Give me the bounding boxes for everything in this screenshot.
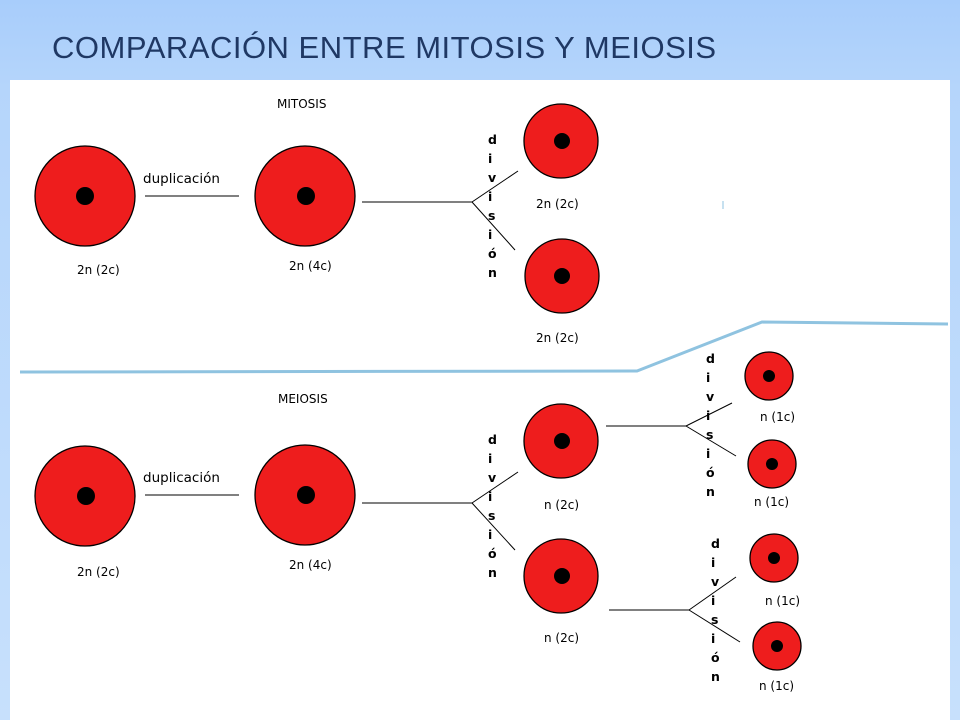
svg-text:i: i [706,408,710,423]
svg-text:v: v [711,574,719,589]
mitosis-cell-initial [34,145,136,247]
svg-text:i: i [488,151,492,166]
svg-text:d: d [706,351,715,366]
svg-text:i: i [711,555,715,570]
svg-text:i: i [488,189,492,204]
svg-text:i: i [706,446,710,461]
svg-text:ó: ó [488,546,497,561]
svg-text:ó: ó [711,650,720,665]
meiosis-initial-label: 2n (2c) [77,565,120,579]
mitosis-branch-up [471,170,519,203]
mitosis-cell-duplicated [254,145,356,247]
meiosis-final-4-label: n (1c) [759,679,794,693]
mitosis-daughter-cell-1 [523,103,599,179]
mitosis-duplication-label: duplicación [143,171,220,187]
meiosis-first-2-label: n (2c) [544,631,579,645]
mitosis-daughter-cell-2 [524,238,600,314]
svg-text:ó: ó [706,465,715,480]
meiosis-final-1-label: n (1c) [760,410,795,424]
meiosis-second-bottom-branch-up [688,576,737,611]
mitosis-heading: MITOSIS [277,97,326,111]
meiosis-first-division-vertical-label: d i v i s i ó n [488,432,497,580]
mitosis-daughter-1-label: 2n (2c) [536,197,579,211]
meiosis-final-2-label: n (1c) [754,495,789,509]
svg-text:i: i [711,593,715,608]
svg-text:s: s [488,208,495,223]
meiosis-cell-initial [34,445,136,547]
svg-text:s: s [488,508,495,523]
svg-text:i: i [488,527,492,542]
svg-text:n: n [706,484,715,499]
meiosis-cell-duplicated [254,444,356,546]
mitosis-duplicated-label: 2n (4c) [289,259,332,273]
mitosis-meiosis-diagram: MITOSIS 2n (2c) duplicación 2n (4c) d i … [19,97,949,693]
svg-text:v: v [706,389,714,404]
svg-text:v: v [488,170,496,185]
meiosis-final-3-label: n (1c) [765,594,800,608]
svg-text:i: i [706,370,710,385]
svg-text:d: d [488,132,497,147]
mitosis-daughter-2-label: 2n (2c) [536,331,579,345]
svg-text:ó: ó [488,246,497,261]
meiosis-heading: MEIOSIS [278,392,328,406]
meiosis-final-cell-2 [747,439,797,489]
meiosis-second-top-branch-down [685,425,737,457]
section-separator [19,320,949,374]
meiosis-final-cell-1 [744,351,794,401]
meiosis-first-cell-1 [523,403,599,479]
meiosis-second-bottom-branch-down [688,609,741,643]
svg-text:i: i [711,631,715,646]
svg-text:n: n [488,565,497,580]
svg-text:i: i [488,227,492,242]
mitosis-division-vertical-label: d i v i s i ó n [488,132,497,280]
meiosis-branch-up [471,471,519,504]
diagram-panel: MITOSIS 2n (2c) duplicación 2n (4c) d i … [10,80,950,720]
meiosis-duplicated-label: 2n (4c) [289,558,332,572]
svg-text:n: n [711,669,720,684]
meiosis-second-bottom-vertical-label: d i v i s i ó n [711,536,720,684]
meiosis-second-top-vertical-label: d i v i s i ó n [706,351,715,499]
svg-text:d: d [711,536,720,551]
meiosis-branch-down [471,502,516,551]
meiosis-final-cell-3 [749,533,799,583]
svg-text:n: n [488,265,497,280]
mitosis-initial-label: 2n (2c) [77,263,120,277]
svg-text:s: s [706,427,713,442]
slide-title: COMPARACIÓN ENTRE MITOSIS Y MEIOSIS [52,30,717,65]
meiosis-final-cell-4 [752,621,802,671]
meiosis-second-top-branch-up [685,402,733,427]
svg-text:v: v [488,470,496,485]
svg-text:i: i [488,451,492,466]
mitosis-branch-down [471,201,516,251]
meiosis-duplication-label: duplicación [143,470,220,486]
svg-text:d: d [488,432,497,447]
svg-text:s: s [711,612,718,627]
meiosis-first-cell-2 [523,538,599,614]
meiosis-first-1-label: n (2c) [544,498,579,512]
svg-text:i: i [488,489,492,504]
